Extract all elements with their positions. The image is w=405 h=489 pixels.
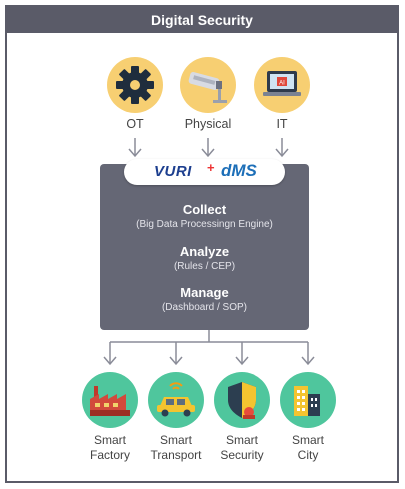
source-it: AI IT (250, 57, 314, 131)
ai-laptop-icon: AI (254, 57, 310, 113)
diagram-title: Digital Security (7, 7, 397, 33)
app-label-line1: Smart (225, 433, 258, 447)
app-label-line2: City (297, 448, 319, 462)
source-label: Physical (184, 117, 232, 131)
step-manage-title: Manage (180, 285, 229, 300)
cctv-camera-icon (180, 57, 236, 113)
step-analyze-title: Analyze (179, 244, 230, 259)
distribution-connector (103, 330, 315, 366)
source-label: IT (276, 117, 288, 131)
svg-text:AI: AI (279, 81, 285, 87)
city-buildings-icon (280, 372, 336, 428)
app-label-line1: Smart (93, 433, 126, 447)
app-label-line1: Smart (291, 433, 324, 447)
source-ot: OT (103, 57, 167, 131)
logo-vuri: VURI (154, 163, 192, 180)
app-smart-transport: Smart Transport (141, 372, 211, 463)
factory-icon (82, 372, 138, 428)
platform-logo: VURI + dMS (124, 159, 285, 185)
app-label-line2: Transport (150, 448, 202, 462)
source-label: OT (126, 117, 144, 131)
gear-icon (107, 57, 163, 113)
logo-plus: + (207, 160, 215, 175)
step-collect-subtitle: (Big Data Processingn Engine) (136, 219, 273, 230)
app-smart-factory: Smart Factory (75, 372, 145, 463)
shield-icon (214, 372, 270, 428)
app-label-line1: Smart (159, 433, 192, 447)
app-smart-city: Smart City (273, 372, 343, 463)
app-smart-security: Smart Security (207, 372, 277, 463)
source-physical: Physical (176, 57, 240, 131)
app-label-line2: Factory (89, 448, 130, 462)
arrow-down-icon (201, 138, 215, 158)
arrow-down-icon (275, 138, 289, 158)
step-collect-title: Collect (182, 202, 227, 217)
app-label-line2: Security (220, 448, 264, 462)
logo-dms: dMS (221, 161, 257, 180)
step-analyze-subtitle: (Rules / CEP) (173, 261, 236, 272)
platform-box: VURI + dMS Collect (Big Data Processingn… (100, 159, 309, 330)
step-manage-subtitle: (Dashboard / SOP) (161, 302, 248, 313)
arrow-down-icon (128, 138, 142, 158)
taxi-icon (148, 372, 204, 428)
